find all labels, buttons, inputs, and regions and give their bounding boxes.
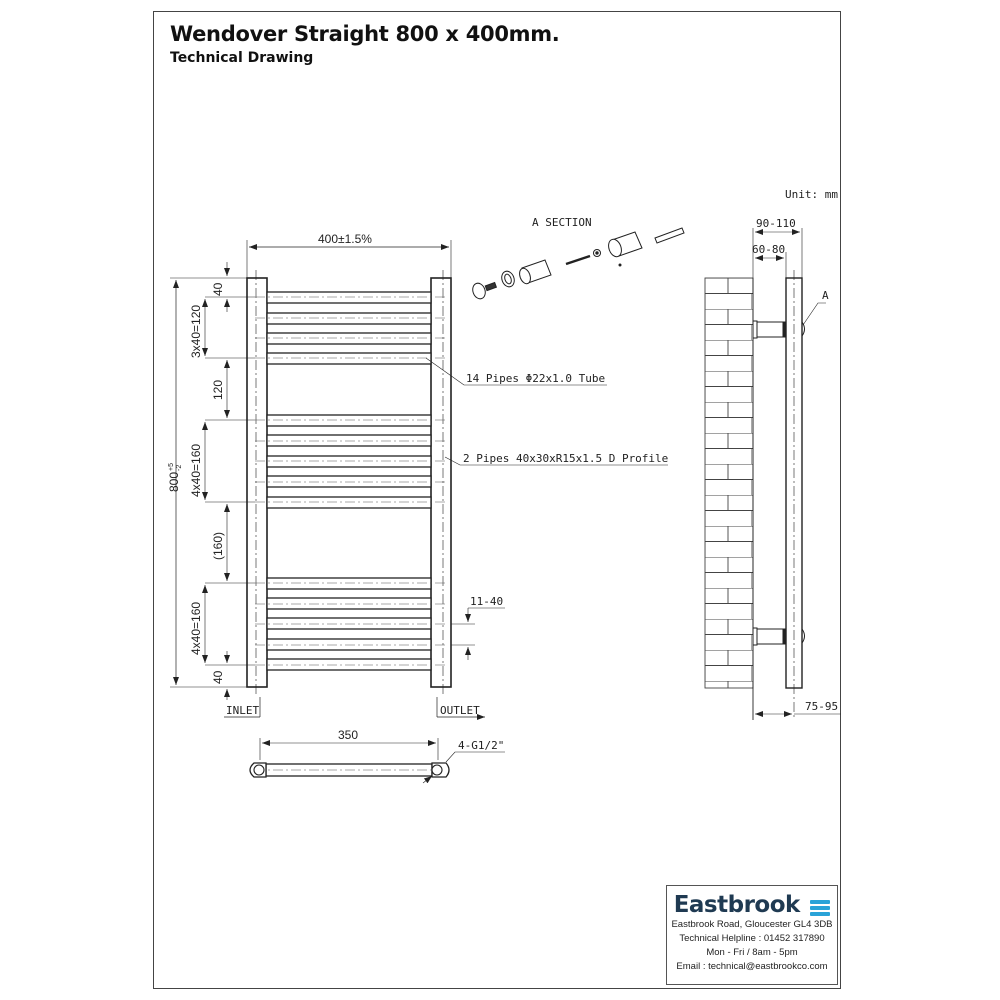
unit-label: Unit: mm <box>785 188 838 201</box>
dim-4x40-bottom: 4x40=160 <box>189 602 203 655</box>
section-a-exploded-view <box>472 227 685 300</box>
inlet-label: INLET <box>226 704 259 717</box>
svg-text:-2: -2 <box>176 465 183 471</box>
pipe-spacing-dimension: 11-40 <box>470 595 503 608</box>
bottom-view <box>249 738 505 784</box>
dim-160: (160) <box>211 532 225 560</box>
connection-size: 4-G1/2" <box>458 739 504 752</box>
brand-name: Eastbrook <box>673 892 801 918</box>
dim-3x40: 3x40=120 <box>189 305 203 358</box>
brand-helpline: Technical Helpline : 01452 317890 <box>679 933 825 944</box>
drawing-frame <box>153 11 841 989</box>
eastbrook-wave-logo-icon <box>810 898 831 918</box>
left-rail <box>246 277 268 688</box>
brand-email[interactable]: Email : technical@eastbrookco.com <box>676 961 828 972</box>
side-section-marker: A <box>822 289 829 302</box>
dim-top-40: 40 <box>211 282 225 296</box>
centres-dimension: 350 <box>338 728 358 742</box>
outlet-label: OUTLET <box>440 704 480 717</box>
profile-callout: 2 Pipes 40x30xR15x1.5 D Profile <box>463 452 668 465</box>
tube-callout: 14 Pipes Φ22x1.0 Tube <box>466 372 605 385</box>
dim-4x40-middle: 4x40=160 <box>189 444 203 497</box>
brand-hours: Mon - Fri / 8am - 5pm <box>706 947 798 958</box>
svg-text:+5: +5 <box>168 463 175 471</box>
drawing-title: Wendover Straight 800 x 400mm. <box>170 22 560 46</box>
front-view <box>170 240 668 720</box>
width-dimension: 400±1.5% <box>318 232 372 246</box>
dim-bottom-40: 40 <box>211 670 225 684</box>
side-dim-outer: 90-110 <box>756 217 796 230</box>
wall-brick <box>704 277 754 689</box>
horizontal-pipes <box>266 291 432 671</box>
side-dim-inner: 60-80 <box>752 243 785 256</box>
dim-120: 120 <box>211 380 225 400</box>
right-rail <box>430 277 452 688</box>
drawing-subtitle: Technical Drawing <box>170 50 314 66</box>
side-dim-bottom: 75-95 <box>805 700 838 713</box>
height-dimension: 800 +5 -2 <box>167 463 183 492</box>
svg-text:800: 800 <box>167 472 181 492</box>
side-view <box>704 228 841 720</box>
brand-address: Eastbrook Road, Gloucester GL4 3DB <box>671 919 833 930</box>
section-a-label: A SECTION <box>532 216 592 229</box>
eastbrook-contact-box: Eastbrook Eastbrook Road, Gloucester GL4… <box>666 885 838 985</box>
